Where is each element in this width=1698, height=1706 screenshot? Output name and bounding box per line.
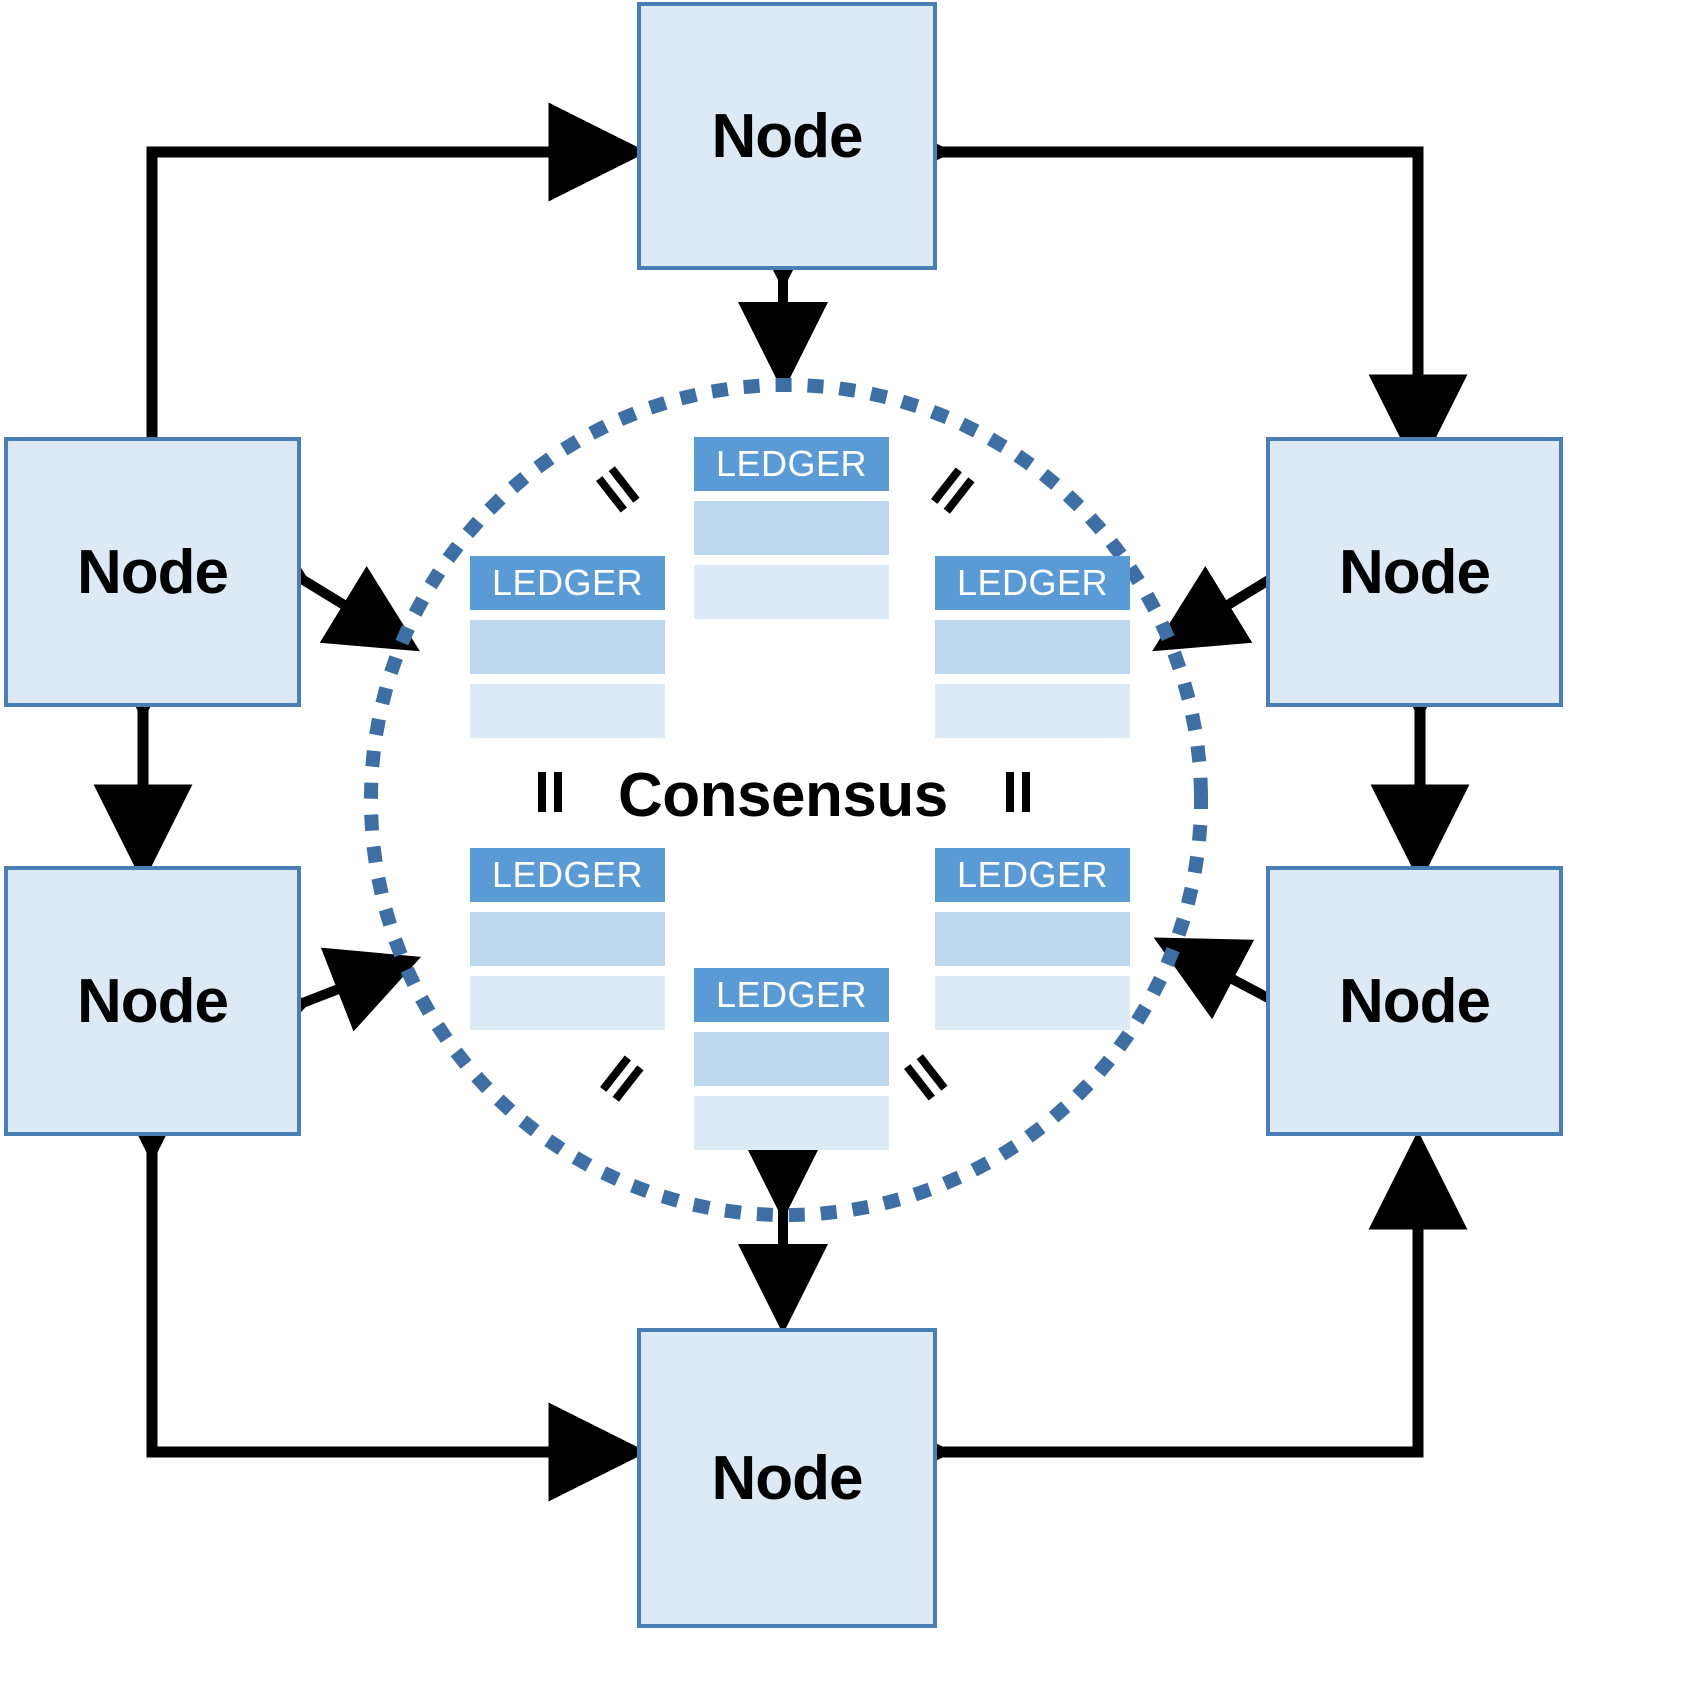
node-label: Node xyxy=(711,1443,864,1513)
node-label: Node xyxy=(1339,537,1491,607)
arrow-bottomright-elbow xyxy=(854,1130,1468,1502)
ledger-top[interactable]: LEDGER xyxy=(694,437,889,619)
ledger-row-light xyxy=(694,1096,889,1150)
ledger-header: LEDGER xyxy=(470,556,665,610)
ledger-row-dark xyxy=(935,620,1130,674)
ledger-row-light xyxy=(694,565,889,619)
ledger-row-dark xyxy=(935,912,1130,966)
arrow-topright-elbow xyxy=(854,102,1468,474)
node-right-upper[interactable]: Node xyxy=(1266,437,1563,707)
ledger-row-light xyxy=(470,976,665,1030)
node-label: Node xyxy=(1339,966,1491,1036)
ledger-row-dark xyxy=(470,912,665,966)
ledger-header: LEDGER xyxy=(470,848,665,902)
node-bottom[interactable]: Node xyxy=(637,1328,937,1628)
arrow-bottomleft-elbow xyxy=(102,1064,648,1502)
node-top[interactable]: Node xyxy=(637,2,937,270)
ledger-row-dark xyxy=(694,1032,889,1086)
arrow-rightlower-to-circle xyxy=(1153,937,1361,1076)
ledger-row-light xyxy=(935,684,1130,738)
node-label: Node xyxy=(77,537,229,607)
ledger-lower-left[interactable]: LEDGER xyxy=(470,848,665,1030)
consensus-circle xyxy=(364,378,1208,1222)
arrow-topleft-elbow xyxy=(102,102,648,544)
consensus-label: Consensus xyxy=(618,761,948,830)
arrow-leftlower-to-circle xyxy=(212,947,422,1074)
equals-mid-right-icon xyxy=(1000,772,1034,812)
ledger-bottom[interactable]: LEDGER xyxy=(694,968,889,1150)
ledger-row-light xyxy=(470,684,665,738)
ledger-row-dark xyxy=(470,620,665,674)
equals-mid-left-icon xyxy=(532,772,566,812)
ledger-upper-right[interactable]: LEDGER xyxy=(935,556,1130,738)
arrow-rightupper-to-circle xyxy=(1152,499,1361,652)
arrow-leftupper-to-circle xyxy=(211,499,420,652)
ledger-header: LEDGER xyxy=(935,556,1130,610)
ledger-header: LEDGER xyxy=(694,968,889,1022)
ledger-header: LEDGER xyxy=(694,437,889,491)
ledger-row-light xyxy=(935,976,1130,1030)
node-label: Node xyxy=(711,101,864,171)
ledger-upper-left[interactable]: LEDGER xyxy=(470,556,665,738)
ledger-row-dark xyxy=(694,501,889,555)
node-left-lower[interactable]: Node xyxy=(4,866,301,1136)
ledger-lower-right[interactable]: LEDGER xyxy=(935,848,1130,1030)
node-left-upper[interactable]: Node xyxy=(4,437,301,707)
node-right-lower[interactable]: Node xyxy=(1266,866,1563,1136)
ledger-header: LEDGER xyxy=(935,848,1130,902)
node-label: Node xyxy=(77,966,229,1036)
